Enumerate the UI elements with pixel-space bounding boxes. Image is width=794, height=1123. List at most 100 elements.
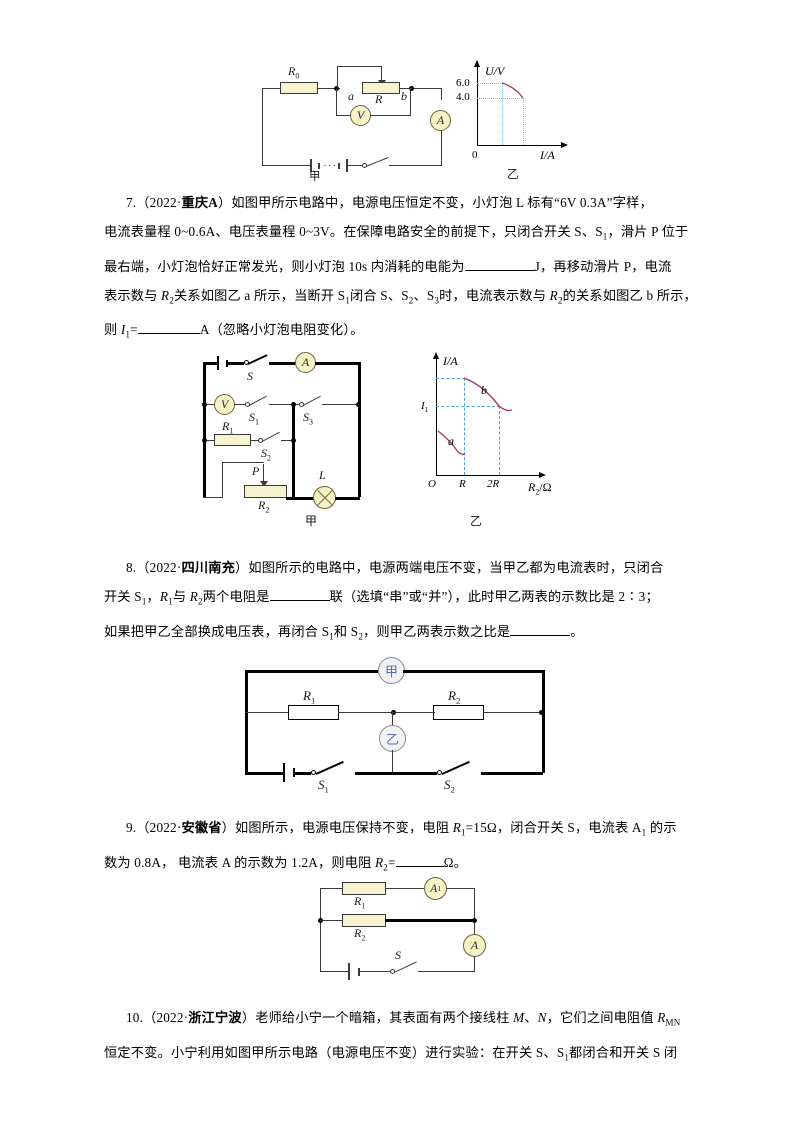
resistor-R0 [280,82,318,94]
q9-line-1: 9.（2022·安徽省）如图所示，电源电压保持不变，电阻 R1=15Ω，闭合开关… [126,820,677,838]
y-axis-label: I/A [443,354,458,368]
origin-label: O [428,478,436,490]
label-S1: S1 [318,777,329,795]
wire [474,956,476,972]
wire [542,670,545,773]
switch-S1[interactable] [245,395,269,411]
label-S: S [247,369,253,383]
x-axis-label: I/A [540,148,555,162]
label-S: S [395,948,401,962]
wire [355,772,395,775]
y-tick-6: 6.0 [456,77,470,89]
question-8-text: 8.（2022·四川南充）如图所示的电路中，电源两端电压不变，当甲乙都为电流表时… [104,553,704,651]
wire [203,440,215,442]
curve-label-b: b [481,383,487,397]
label-R2: R2 [258,498,270,515]
switch[interactable] [362,157,392,172]
x-axis-arrow [539,472,546,478]
answer-blank[interactable] [464,269,535,271]
wire [358,362,361,497]
label-S2: S2 [261,446,271,463]
y-axis-arrow [474,60,480,67]
switch-S[interactable] [244,354,270,369]
answer-blank[interactable] [137,333,200,335]
q7-line-1: 7.（2022·重庆A）如图甲所示电路中，电源电压恒定不变，小灯泡 L 标有“6… [126,195,653,210]
meter-jia: 甲 [378,657,405,684]
wire [392,712,394,727]
switch-S2[interactable] [258,431,282,447]
label-R1: R1 [303,688,316,706]
question-10-text: 10.（2022·浙江宁波）老师给小宁一个暗箱，其表面有两个接线柱 M、N，它们… [104,1003,704,1072]
voltmeter-V: V [350,105,371,126]
x-axis-label: R2/Ω [528,480,552,497]
wire [403,670,413,673]
wire [281,440,293,442]
x-axis [477,145,563,147]
label-a: a [348,89,354,103]
answer-blank[interactable] [395,865,444,867]
switch-S2[interactable] [437,760,471,780]
y-axis [477,66,479,146]
lamp-L [313,486,336,509]
resistor-R2 [433,705,484,720]
answer-blank[interactable] [510,634,571,636]
wire [474,888,476,972]
label-P: P [252,464,260,478]
switch-S[interactable] [390,961,420,979]
wire [262,88,280,90]
wire [346,165,362,167]
figure-8-circuit: 甲 R1 R2 乙 [245,657,545,795]
curve-label-a: a [448,434,454,448]
switch-S3[interactable] [299,395,323,411]
wire [262,88,264,166]
wire [370,115,411,117]
wire [389,165,442,167]
wire [203,362,206,497]
wire [400,88,412,90]
wire [245,670,378,673]
wire [226,362,244,365]
wire [292,404,295,497]
ammeter-A: A [430,110,451,131]
label-R: R [375,92,383,106]
q7-line-5: 则 I1=A（忽略小灯泡电阻变化）。 [104,322,364,340]
wire [318,88,340,90]
resistor-R2 [244,485,287,498]
guide-line-I1 [436,406,500,407]
figure6-caption-left: 甲 [309,171,321,183]
slider-arrow-P [258,464,270,487]
resistor-R1 [288,705,339,720]
q8-line-2: 开关 S1，R1与 R2两个电阻是联（选填“串”或“并”），此时甲乙两表的示数比… [104,589,659,607]
ia-curves [437,377,513,455]
wire [393,712,435,714]
question-9-text: 9.（2022·安徽省）如图所示，电源电压保持不变，电阻 R1=15Ω，闭合开关… [104,813,704,882]
label-R1: R1 [222,419,234,436]
wire [481,772,543,775]
figure6-caption-right: 乙 [507,167,520,181]
resistor-R [362,82,400,94]
figure-6-circuit: R0 R a b V A ··· [262,58,451,183]
ammeter-A: A [463,934,486,957]
wire [286,497,318,500]
meter-yi: 乙 [379,725,406,752]
wire [335,497,360,500]
junction-node [356,402,361,407]
wire [337,66,339,88]
uv-curve [501,82,524,99]
junction-node [472,918,477,923]
slider-arrow [376,67,388,86]
x-tick-2R: 2R [487,478,500,490]
x-axis-arrow [561,142,568,148]
wire [262,165,310,167]
wire [385,888,425,890]
junction-node [201,438,207,443]
y-axis-label: U/V [485,64,505,78]
figure-7-circuit: S A V S1 S3 [201,352,363,515]
x-axis [436,475,541,477]
wire [245,712,288,714]
wire [320,920,342,922]
answer-blank[interactable] [269,600,330,601]
switch-S1[interactable] [311,760,345,780]
